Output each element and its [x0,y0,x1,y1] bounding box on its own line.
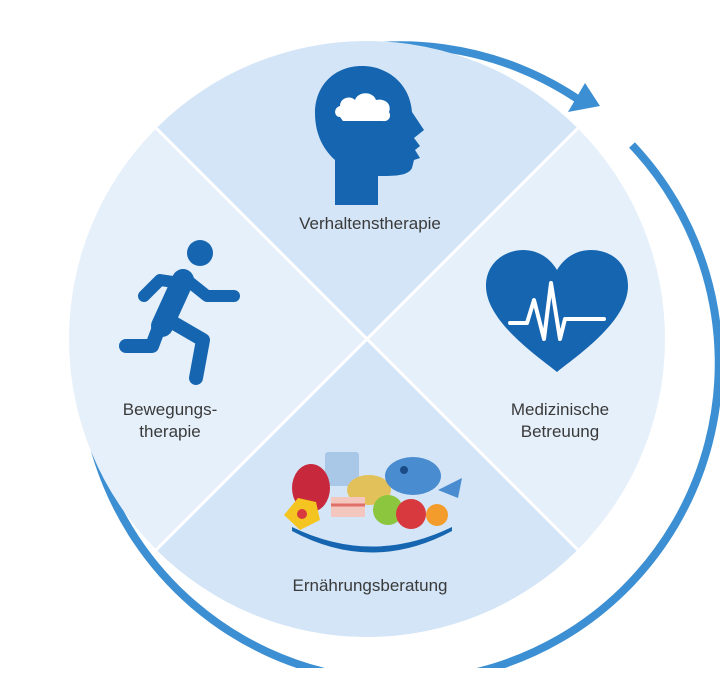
segment-label-exercise-therapy: Bewegungs- therapie [122,400,218,441]
food-plate-icon [284,452,462,553]
head-cloud-icon [315,66,424,205]
arrowhead-icon [568,83,600,112]
runner-icon [119,240,240,385]
heart-pulse-icon [486,250,628,372]
divider-line [69,41,665,637]
segment-label-behavior-therapy: Verhaltenstherapie [299,214,441,233]
segment-label-medical-care: Medizinische Betreuung [510,400,610,441]
segment-label-nutrition-counseling: Ernährungsberatung [292,576,448,595]
quadrant-left [69,41,367,637]
